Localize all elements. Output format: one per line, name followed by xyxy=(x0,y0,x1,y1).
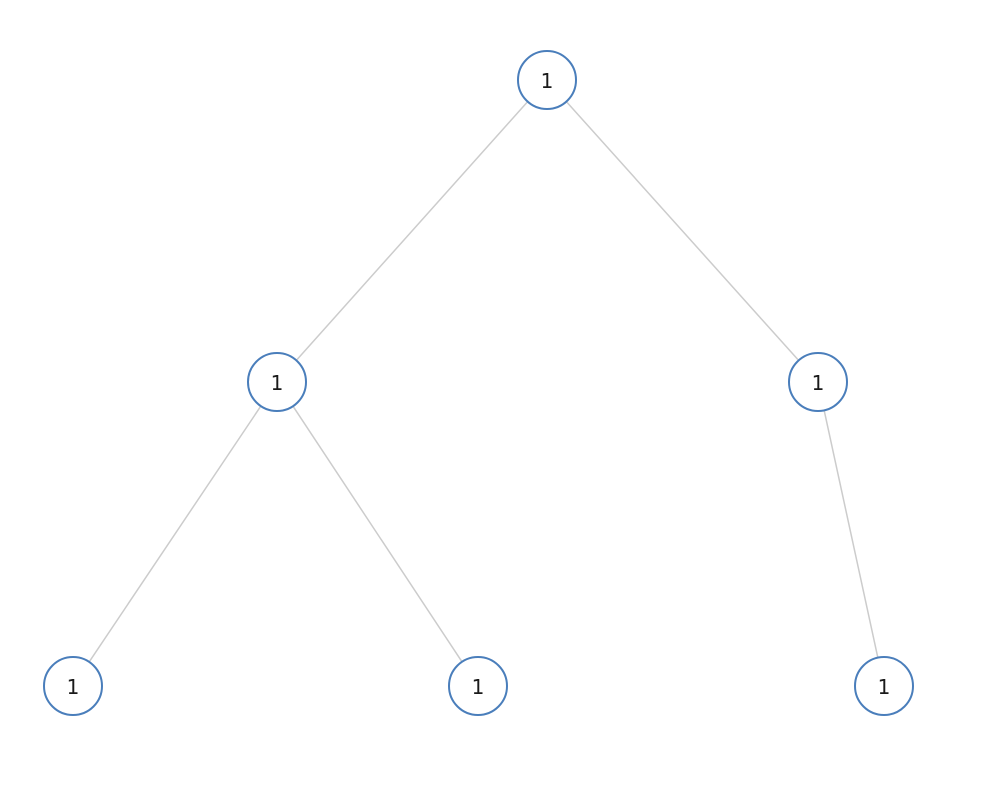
node-left[interactable]: 1 xyxy=(247,352,307,412)
node-right-right[interactable]: 1 xyxy=(854,656,914,716)
node-left-left-circle[interactable] xyxy=(43,656,103,716)
edge-root-to-right xyxy=(565,100,800,362)
node-root-circle[interactable] xyxy=(517,50,577,110)
node-left-right[interactable]: 1 xyxy=(448,656,508,716)
edge-root-to-left xyxy=(295,100,529,362)
node-right[interactable]: 1 xyxy=(788,352,848,412)
node-left-left[interactable]: 1 xyxy=(43,656,103,716)
edge-left-to-left-left xyxy=(88,405,262,663)
edges-layer xyxy=(88,100,879,663)
node-left-circle[interactable] xyxy=(247,352,307,412)
edge-right-to-right-right xyxy=(823,409,879,659)
node-right-circle[interactable] xyxy=(788,352,848,412)
nodes-layer: 1 1 1 1 1 1 xyxy=(43,50,914,716)
node-left-right-circle[interactable] xyxy=(448,656,508,716)
node-root[interactable]: 1 xyxy=(517,50,577,110)
edge-left-to-left-right xyxy=(292,405,463,663)
node-right-right-circle[interactable] xyxy=(854,656,914,716)
